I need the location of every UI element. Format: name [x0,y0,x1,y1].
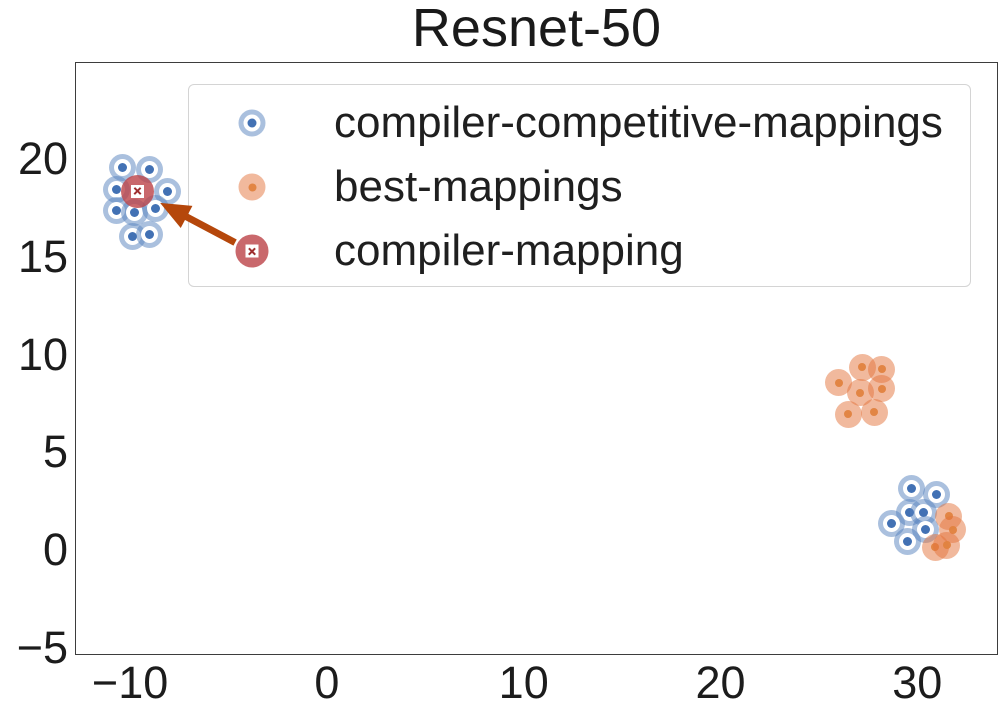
compiler-competitive-mappings-marker-icon [235,106,269,140]
x-axis-tick-label: 10 [498,657,549,708]
legend-item-best-mappings: best-mappings [189,155,970,219]
legend-item-compiler-competitive-mappings: compiler-competitive-mappings [189,91,970,155]
y-axis-tick-label: −5 [16,622,68,674]
x-axis-tick-label: 20 [695,657,746,708]
legend-label: best-mappings [334,162,623,211]
y-axis-tick-label: 20 [17,132,68,184]
legend: compiler-competitive-mappings best-mappi… [188,84,971,287]
x-axis-tick-label: −10 [91,657,169,708]
x-axis-tick-label: 0 [314,657,340,708]
compiler-mapping-marker-icon [235,234,269,268]
chart-title: Resnet-50 [411,0,662,58]
y-axis-tick-label: 5 [42,426,68,478]
y-axis-tick-label: 0 [42,524,68,576]
y-axis-tick-label: 15 [17,230,68,282]
legend-label: compiler-mapping [334,226,684,275]
best-mappings-marker-icon [235,170,269,204]
legend-item-compiler-mapping: compiler-mapping [189,219,970,283]
x-axis-tick-label: 30 [892,657,943,708]
legend-label: compiler-competitive-mappings [334,98,943,147]
y-axis-tick-label: 10 [17,328,68,380]
